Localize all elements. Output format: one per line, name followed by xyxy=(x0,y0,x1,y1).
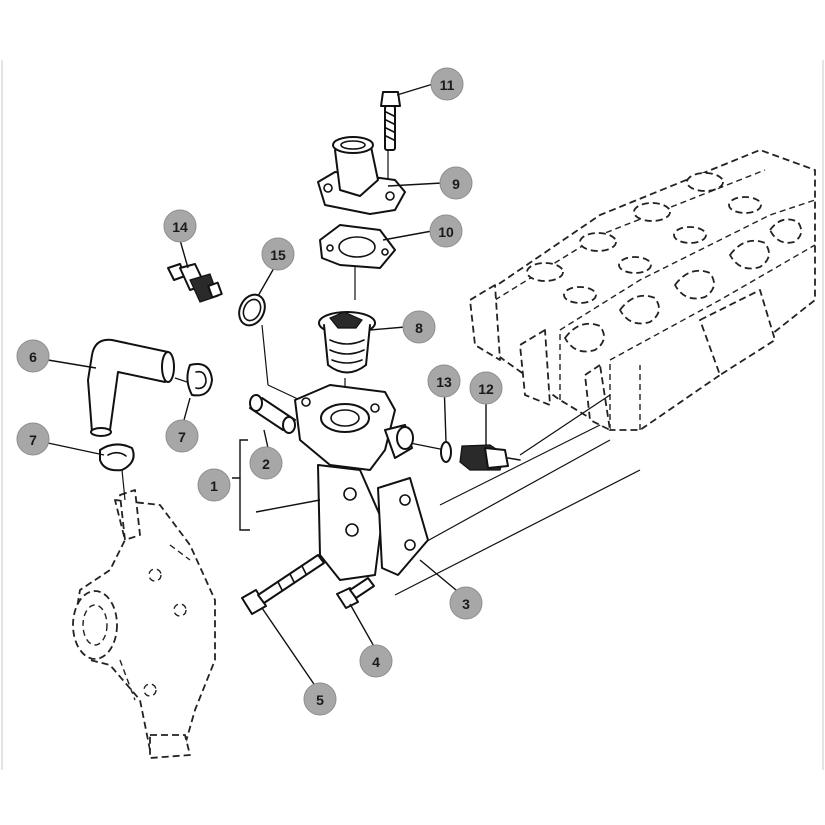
temperature-switch-12 xyxy=(459,444,521,471)
svg-text:10: 10 xyxy=(438,224,454,240)
svg-text:14: 14 xyxy=(172,219,188,235)
callout-7-lower: 7 xyxy=(16,422,50,456)
o-ring-15 xyxy=(238,293,266,327)
callout-14: 14 xyxy=(163,209,197,243)
hose-clamp-7-upper xyxy=(186,363,213,397)
callout-12: 12 xyxy=(469,371,503,405)
short-bolt-4 xyxy=(336,577,375,609)
svg-text:2: 2 xyxy=(262,456,270,472)
callout-15: 15 xyxy=(261,237,295,271)
thermostat-housing-1 xyxy=(294,384,414,581)
svg-text:3: 3 xyxy=(462,596,470,612)
callout-4: 4 xyxy=(359,644,393,678)
washer-13 xyxy=(440,441,452,463)
svg-text:12: 12 xyxy=(478,381,494,397)
callout-1: 1 xyxy=(197,468,231,502)
svg-text:11: 11 xyxy=(440,77,455,93)
water-outlet-9 xyxy=(317,136,406,215)
svg-text:1: 1 xyxy=(210,478,218,494)
engine-block xyxy=(469,149,816,431)
hose-6 xyxy=(87,338,175,437)
svg-text:5: 5 xyxy=(316,692,324,708)
water-pump xyxy=(72,489,216,759)
callout-8: 8 xyxy=(402,310,436,344)
gasket-3 xyxy=(377,477,429,576)
long-bolt-5 xyxy=(241,554,325,615)
callout-10: 10 xyxy=(429,214,463,248)
svg-text:15: 15 xyxy=(270,247,286,263)
svg-text:8: 8 xyxy=(415,320,423,336)
svg-text:4: 4 xyxy=(372,654,380,670)
callout-6: 6 xyxy=(16,339,50,373)
callout-11: 11 xyxy=(430,67,464,101)
callout-3: 3 xyxy=(449,586,483,620)
hose-clamp-7-lower xyxy=(99,443,135,472)
leader-lines xyxy=(47,83,487,691)
callout-5: 5 xyxy=(303,682,337,716)
callout-13: 13 xyxy=(427,364,461,398)
callout-9: 9 xyxy=(439,166,473,200)
bolt-11 xyxy=(380,91,401,151)
thermostat-8 xyxy=(318,311,376,374)
temperature-sensor-14 xyxy=(167,263,223,303)
svg-text:6: 6 xyxy=(29,349,37,365)
callout-2: 2 xyxy=(249,446,283,480)
svg-text:7: 7 xyxy=(178,429,186,445)
bypass-pipe-2 xyxy=(249,394,296,434)
svg-text:7: 7 xyxy=(29,432,37,448)
svg-text:9: 9 xyxy=(452,176,460,192)
svg-text:13: 13 xyxy=(436,374,452,390)
gasket-10 xyxy=(319,224,396,269)
callout-7-upper: 7 xyxy=(165,419,199,453)
